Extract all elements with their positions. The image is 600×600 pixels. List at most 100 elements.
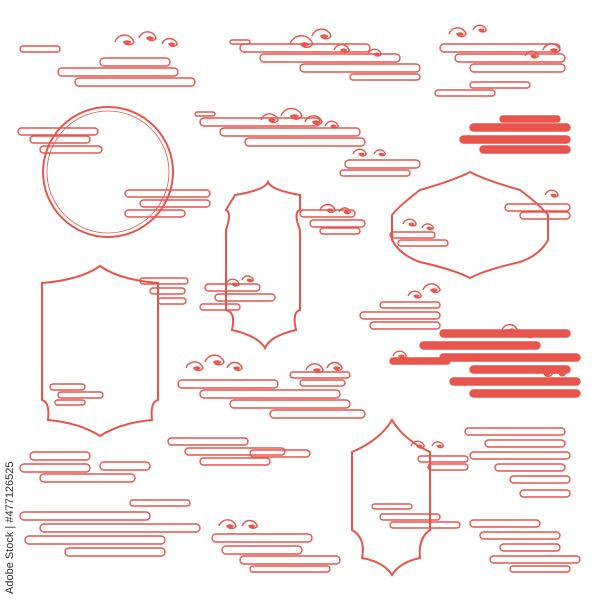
cloud-spiral: [114, 34, 135, 46]
cloud-bar: [504, 203, 571, 212]
cloud-bar: [214, 293, 276, 302]
cloud-bar: [199, 303, 241, 311]
ornament-frame-inner: [225, 180, 301, 349]
cloud-bar: [469, 451, 571, 460]
cloud-bar: [509, 565, 571, 573]
cloud-bar: [439, 329, 571, 338]
cloud-bar: [494, 463, 566, 472]
cloud-bar: [167, 437, 249, 446]
cloud-bar: [244, 137, 366, 147]
cloud-bar: [469, 81, 531, 89]
cloud-spiral: [161, 37, 178, 47]
cloud-bar: [39, 145, 103, 154]
cloud-spiral: [524, 50, 540, 59]
cloud-bar: [239, 555, 341, 565]
cloud-bar: [19, 511, 151, 521]
cloud-bar: [439, 43, 561, 53]
round-frame-inner: [46, 110, 170, 234]
cloud-bar: [229, 39, 251, 45]
cloud-bar: [469, 519, 541, 528]
cloud-spiral: [542, 43, 561, 54]
cloud-bar: [57, 391, 104, 399]
cloud-bar: [389, 231, 436, 239]
cloud-spiral: [521, 331, 535, 339]
cloud-spiral: [501, 323, 518, 333]
cloud-bar: [479, 145, 571, 154]
cloud-bar: [17, 127, 99, 136]
cloud-bar: [489, 555, 581, 564]
cloud-bar: [369, 321, 441, 330]
cloud-spiral: [138, 31, 157, 42]
cloud-spiral: [410, 440, 426, 449]
cloud-bar: [124, 209, 186, 218]
cloud-bar: [219, 127, 361, 137]
cloud-bar: [129, 499, 191, 507]
cloud-bar: [157, 297, 187, 305]
cloud-bar: [469, 63, 566, 73]
cloud-bar: [464, 427, 566, 436]
cloud-bar: [469, 365, 571, 374]
cloud-bar: [519, 211, 571, 220]
ornament-frame-inner: [351, 419, 431, 576]
cloud-spiral: [241, 275, 255, 283]
cloud-bar: [29, 135, 91, 144]
cloud-bar: [139, 199, 211, 208]
cloud-bar: [319, 227, 361, 235]
cloud-spiral: [448, 27, 467, 38]
cloud-bar: [139, 277, 189, 285]
cloud-spiral: [352, 148, 368, 157]
cloud-bar: [64, 547, 166, 557]
cloud-spiral: [324, 120, 340, 129]
cloud-bar: [459, 135, 571, 144]
cloud-bar: [54, 399, 86, 406]
cloud-bar: [199, 457, 271, 466]
cloud-bar: [439, 353, 581, 362]
cloud-bar: [484, 439, 566, 448]
cloud-spiral: [338, 207, 352, 215]
cloud-spiral: [544, 189, 560, 198]
cloud-bar: [39, 473, 136, 483]
cloud-bar: [499, 115, 561, 123]
cloud-spiral: [402, 218, 418, 227]
cloud-bar: [19, 463, 91, 473]
cloud-spiral: [392, 350, 408, 359]
cloud-bar: [249, 565, 331, 573]
cloud-bar: [434, 89, 496, 97]
cloud-spiral: [472, 24, 488, 33]
cloud-bar: [479, 531, 561, 540]
cloud-bar: [19, 45, 61, 53]
cloud-bar: [259, 53, 401, 63]
cloud-spiral: [367, 48, 383, 57]
cloud-bar: [24, 535, 166, 545]
cloud-bar: [344, 159, 421, 169]
cloud-bar: [454, 53, 566, 63]
cloud-bar: [99, 57, 171, 67]
ornament-frame: [41, 264, 159, 438]
cloud-spiral: [326, 361, 343, 371]
ornament-frame: [351, 418, 431, 577]
cloud-bar: [177, 379, 279, 389]
cloud-bar: [389, 357, 451, 365]
cloud-spiral: [260, 113, 279, 124]
cloud-bar: [309, 219, 366, 228]
cloud-spiral: [218, 519, 237, 530]
ornament-frame: [224, 179, 301, 351]
cloud-bar: [449, 377, 581, 386]
cloud-spiral: [185, 361, 204, 372]
cloud-bar: [499, 543, 561, 552]
cloud-bar: [269, 409, 366, 419]
cloud-bar: [469, 389, 581, 398]
ornament-frame-inner: [391, 171, 549, 279]
cloud-bar: [49, 383, 86, 391]
cloud-bar: [74, 77, 196, 87]
cloud-bar: [39, 523, 201, 533]
cloud-bar: [349, 73, 421, 81]
cloud-bar: [469, 123, 571, 132]
cloud-bar: [221, 545, 303, 555]
cloud-bar: [379, 513, 441, 521]
cloud-spiral: [225, 278, 241, 287]
cloud-spiral: [226, 361, 243, 371]
cloud-bar: [419, 341, 541, 350]
cloud-spiral: [407, 290, 423, 299]
